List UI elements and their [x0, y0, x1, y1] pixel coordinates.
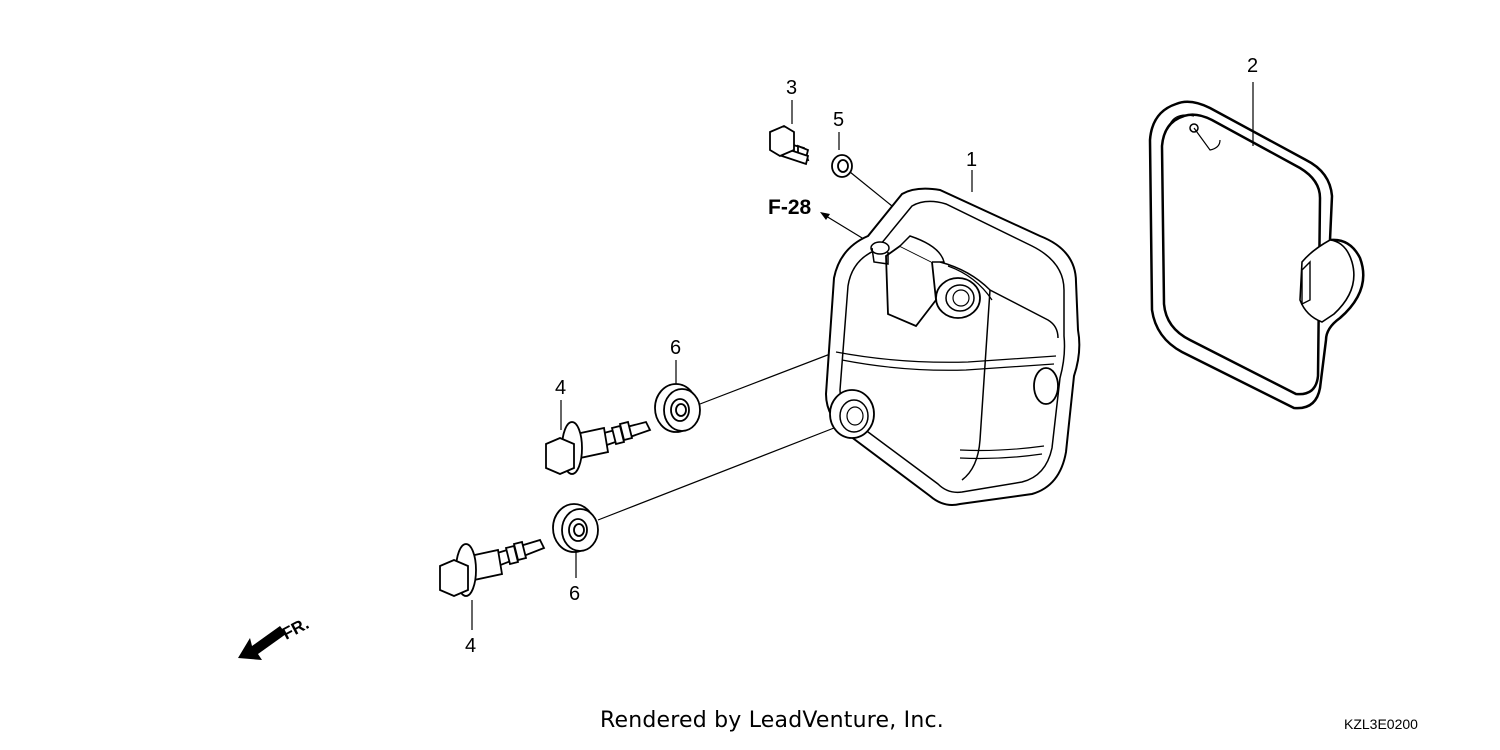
callout-4-lower: 4: [465, 635, 476, 657]
callout-6-upper: 6: [670, 337, 681, 359]
callout-1: 1: [966, 149, 977, 171]
callout-6-lower: 6: [569, 583, 580, 605]
callout-5: 5: [833, 109, 844, 131]
callout-2: 2: [1247, 55, 1258, 77]
reference-arrow-icon: [820, 212, 830, 220]
front-direction-arrow-icon: [238, 626, 286, 660]
direction-label: FR.: [279, 614, 312, 644]
callout-4-upper: 4: [555, 377, 566, 399]
cylinder-head-cover: [824, 187, 1081, 506]
reference-label: F-28: [768, 196, 812, 219]
washer-top: [831, 154, 853, 178]
footer-credit: Rendered by LeadVenture, Inc.: [600, 708, 944, 733]
bolt-upper: [545, 420, 652, 475]
callout-3: 3: [786, 77, 797, 99]
bolt-top: [769, 124, 810, 166]
diagram-code: KZL3E0200: [1344, 716, 1418, 732]
cover-gasket: [1148, 100, 1365, 410]
washer-lower: [552, 503, 599, 553]
bolt-lower: [439, 538, 546, 597]
washer-upper: [654, 383, 701, 433]
